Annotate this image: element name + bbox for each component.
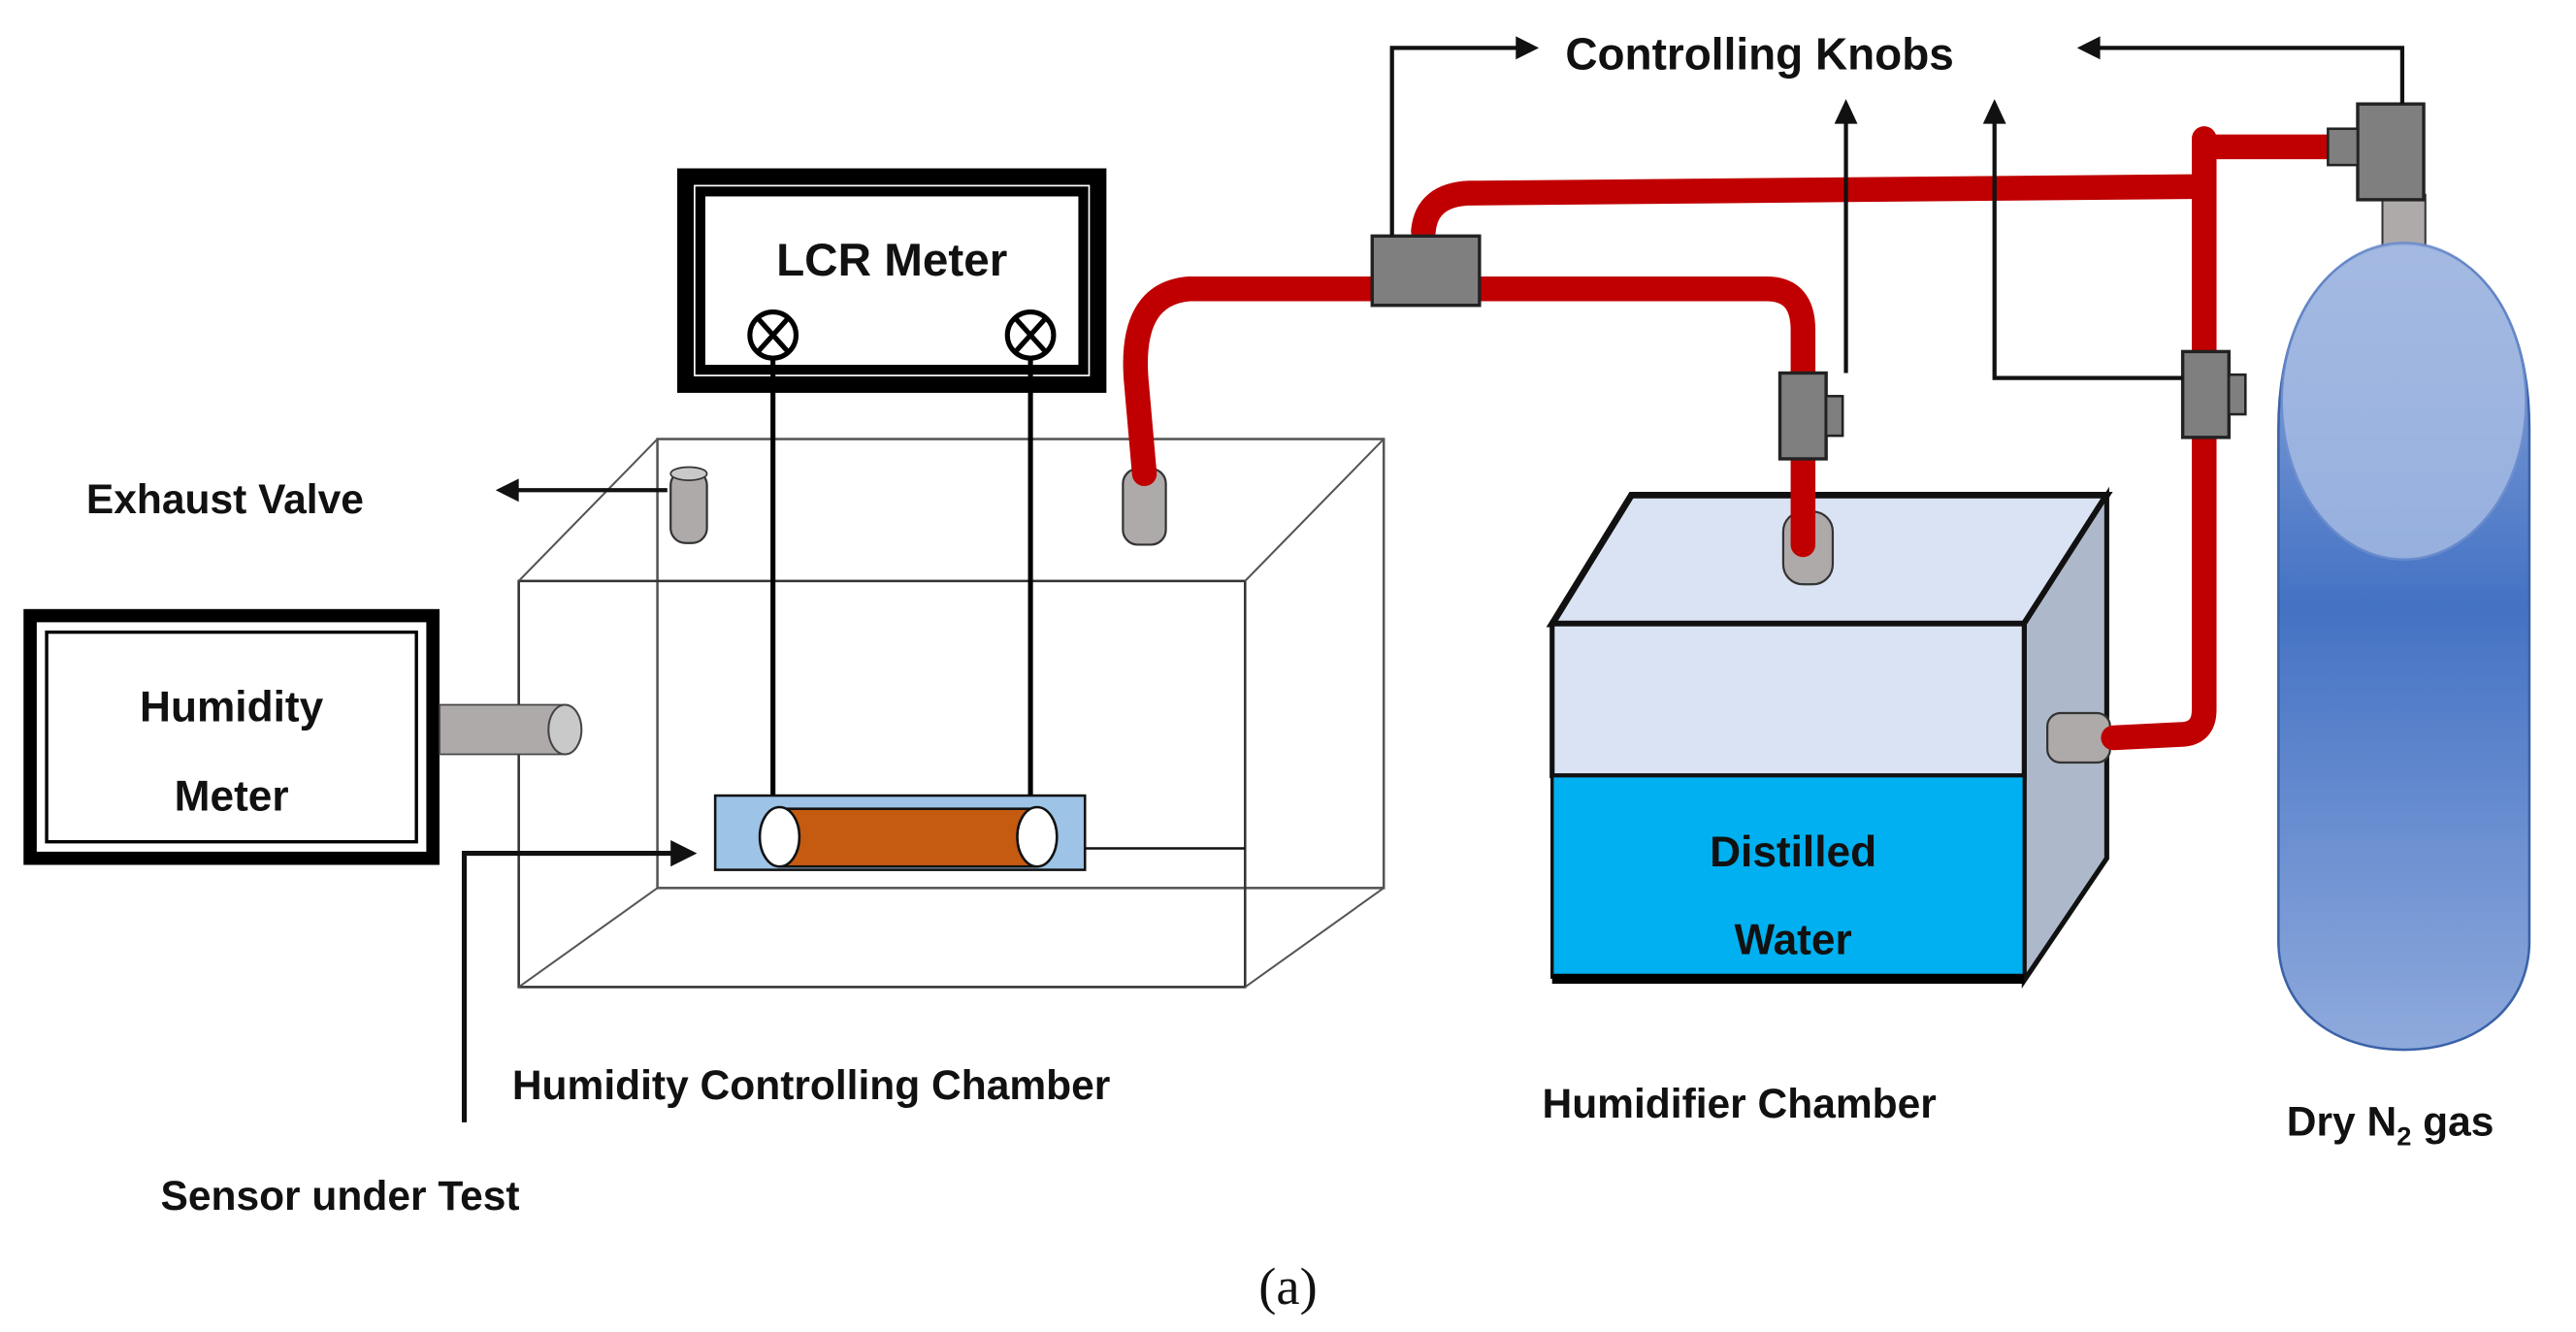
chamber-front-face [517, 579, 1247, 989]
figure-caption: (a) [1258, 1256, 1317, 1316]
tube-to-chamber [1123, 276, 1390, 487]
humidifier-chamber-label: Humidifier Chamber [1543, 1081, 1937, 1127]
knob-arrowhead-icon [1834, 99, 1858, 124]
tube-to-humidifier-inlet [2101, 126, 2217, 751]
humidity-controlling-chamber [517, 438, 1386, 989]
distilled-water-label-line2: Water [1735, 916, 1852, 963]
exhaust-valve-label: Exhaust Valve [86, 476, 364, 523]
lcr-meter: LCR Meter [676, 168, 1107, 393]
tube-humidifier-branch [1468, 276, 1816, 558]
valve-dry-line[interactable] [2180, 349, 2247, 439]
lcr-terminal-right-icon [1004, 309, 1057, 361]
controlling-knobs-label: Controlling Knobs [1565, 28, 1953, 79]
sensor-under-test-label: Sensor under Test [160, 1173, 519, 1219]
knob-arrowhead-icon [1516, 36, 1540, 60]
humidity-meter-label-line2: Meter [175, 772, 289, 820]
sensor-under-test [713, 794, 1087, 871]
sensor-electrode-right [1016, 805, 1059, 868]
cylinder-neck [2381, 193, 2427, 249]
knob-arrowhead-icon [2076, 36, 2101, 60]
gas-tubing [1123, 126, 2354, 751]
control-arrows [1389, 46, 2405, 380]
sensor-arrowhead-icon [670, 839, 698, 867]
cylinder-highlight [2280, 241, 2527, 562]
distilled-water-label-line1: Distilled [1710, 828, 1876, 876]
sensor-electrode-left [758, 805, 801, 868]
sensor-pointer-line [461, 851, 674, 1122]
dry-n2-gas-cylinder [2277, 193, 2531, 1052]
humidity-meter-label-line1: Humidity [140, 683, 324, 731]
knob-arrowhead-icon [1982, 99, 2006, 124]
exhaust-arrowhead-icon [495, 478, 519, 503]
valve-mixer[interactable] [1370, 234, 1482, 308]
distilled-water [1550, 773, 2027, 979]
valve-cylinder[interactable] [2327, 102, 2426, 202]
humidifier-air-space [1549, 621, 2027, 779]
tube-dry-branch [1411, 174, 2217, 244]
lcr-terminal-left-icon [747, 309, 799, 361]
humidity-meter: Humidity Meter [23, 608, 440, 865]
humidity-controlling-chamber-label: Humidity Controlling Chamber [512, 1062, 1110, 1109]
dry-gas-label: Dry N2 gas [2287, 1099, 2494, 1152]
humidity-probe [439, 703, 583, 756]
sensor-film [778, 807, 1039, 868]
valve-humidifier[interactable] [1777, 371, 1844, 461]
humidifier-inlet-port [2046, 711, 2111, 764]
chamber-back-face [656, 438, 1386, 890]
lcr-meter-label: LCR Meter [776, 235, 1007, 286]
exhaust-valve-port[interactable] [669, 466, 708, 544]
